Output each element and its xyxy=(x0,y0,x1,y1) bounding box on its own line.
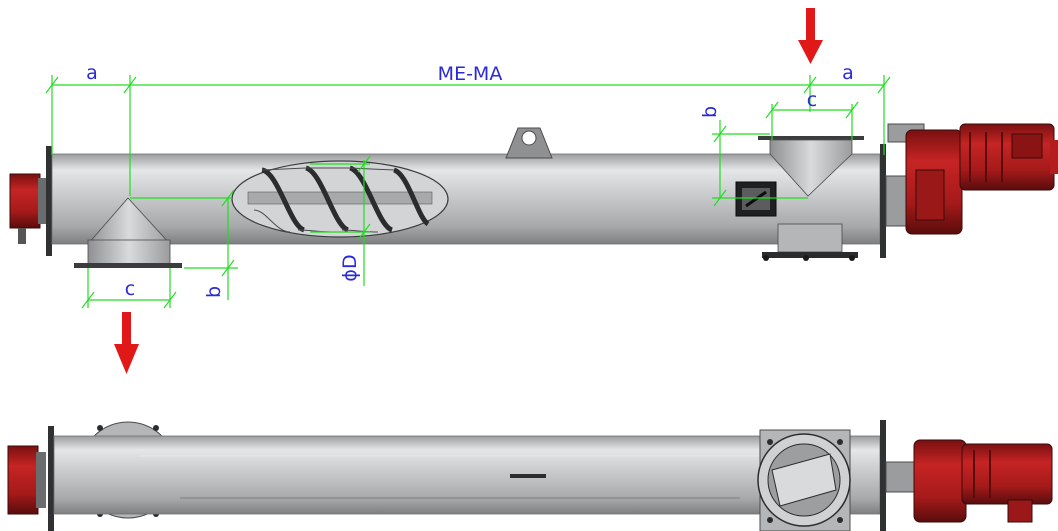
plan-center-slot xyxy=(510,474,546,478)
plan-conveyor-tube xyxy=(53,435,881,515)
lifting-lug xyxy=(505,127,553,159)
plan-inlet-flange xyxy=(757,429,851,531)
screw-cutaway xyxy=(231,160,449,238)
dim-label-a-left: a xyxy=(86,62,98,84)
inspection-hatch xyxy=(735,181,777,217)
dim-label-c-outlet: c xyxy=(125,278,135,300)
right-flange xyxy=(880,144,886,258)
dim-label-b-outlet: b xyxy=(203,286,225,298)
plan-right-flange xyxy=(880,420,886,531)
top-plan-view xyxy=(7,420,1053,531)
drive-unit xyxy=(885,123,1058,235)
left-flange xyxy=(46,146,52,256)
side-elevation-view: ME-MA a a c c b b ϕD xyxy=(9,8,1058,374)
left-end-sensor xyxy=(9,173,46,244)
inlet-flow-arrow xyxy=(798,8,823,64)
plan-drive-unit xyxy=(885,439,1053,523)
support-foot xyxy=(762,223,858,261)
dim-label-b-inlet: b xyxy=(699,106,721,118)
dim-label-a-right: a xyxy=(842,62,854,84)
inlet-spout xyxy=(758,136,864,197)
dimension-lines xyxy=(45,75,891,309)
dim-label-overall-length: ME-MA xyxy=(438,63,503,85)
outlet-spout xyxy=(74,197,182,268)
dim-label-c-inlet: c xyxy=(807,89,817,111)
dim-label-diameter: ϕD xyxy=(339,254,361,281)
plan-left-flange xyxy=(48,426,54,531)
outlet-flow-arrow xyxy=(114,312,139,374)
